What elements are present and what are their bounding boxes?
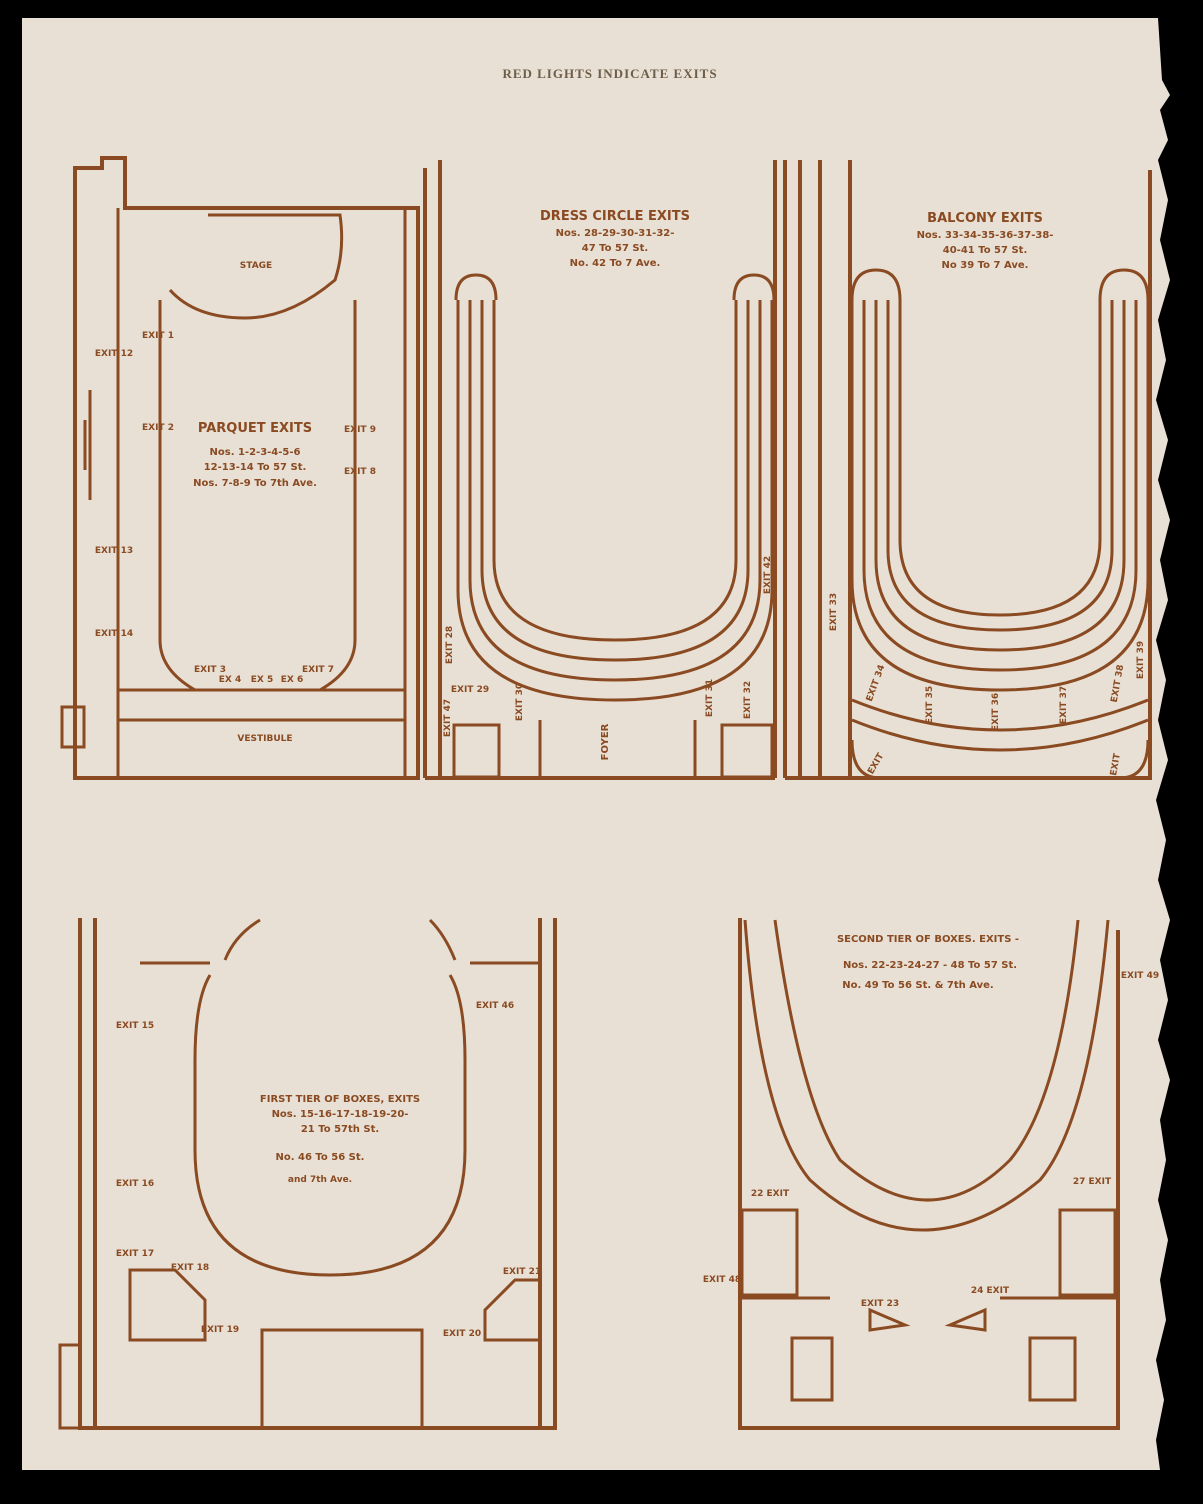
exit-12-label: EXIT 12 [95, 349, 133, 359]
parquet-line3: Nos. 7-8-9 To 7th Ave. [193, 478, 317, 489]
exit-13-label: EXIT 13 [95, 546, 133, 556]
exit-5-label: EX 5 [251, 675, 273, 685]
exit-48-label: EXIT 48 [703, 1275, 741, 1285]
first-tier-line1: Nos. 15-16-17-18-19-20- [272, 1109, 409, 1120]
exit-39-label: EXIT 39 [1136, 641, 1146, 679]
vestibule-label: VESTIBULE [237, 734, 292, 744]
balcony-line3: No 39 To 7 Ave. [942, 260, 1029, 271]
exit-1-label: EXIT 1 [142, 331, 174, 341]
exit-24-label: 24 EXIT [971, 1286, 1010, 1296]
first-tier-line3: No. 46 To 56 St. [276, 1152, 365, 1163]
parquet-title: PARQUET EXITS [198, 421, 312, 436]
exit-30-label: EXIT 30 [515, 683, 525, 721]
exit-33-label: EXIT 33 [829, 593, 839, 631]
second-tier-plan [738, 918, 1120, 1430]
second-tier-title: SECOND TIER OF BOXES. EXITS - [837, 934, 1019, 945]
dress-circle-line1: Nos. 28-29-30-31-32- [556, 228, 675, 239]
stage-label: STAGE [240, 261, 272, 271]
dress-circle-line2: 47 To 57 St. [582, 243, 648, 254]
exit-32-label: EXIT 32 [743, 681, 753, 719]
floor-plans [58, 156, 1152, 1430]
exit-35-label: EXIT 35 [925, 686, 935, 724]
balcony-line2: 40-41 To 57 St. [943, 245, 1028, 256]
balcony-plan [783, 160, 1152, 780]
exit-6-label: EX 6 [281, 675, 303, 685]
exit-28-label: EXIT 28 [445, 626, 455, 664]
second-tier-line2: No. 49 To 56 St. & 7th Ave. [842, 980, 993, 991]
foyer-label: FOYER [600, 723, 611, 760]
exit-29-label: EXIT 29 [451, 685, 489, 695]
balcony-line1: Nos. 33-34-35-36-37-38- [917, 230, 1054, 241]
exit-19-label: EXIT 19 [201, 1325, 239, 1335]
exit-21-label: EXIT 21 [503, 1267, 541, 1277]
exit-9-label: EXIT 9 [344, 425, 376, 435]
exit-15-label: EXIT 15 [116, 1021, 154, 1031]
exit-2-label: EXIT 2 [142, 423, 174, 433]
exit-27-label: 27 EXIT [1073, 1177, 1112, 1187]
exit-46-label: EXIT 46 [476, 1001, 514, 1011]
exit-41-label: EXIT [1109, 752, 1123, 777]
exit-17-label: EXIT 17 [116, 1249, 154, 1259]
dress-circle-title: DRESS CIRCLE EXITS [540, 209, 690, 224]
balcony-title: BALCONY EXITS [927, 211, 1043, 226]
first-tier-line2: 21 To 57th St. [301, 1124, 379, 1135]
dress-circle-plan [423, 160, 777, 780]
first-tier-plan [58, 918, 557, 1430]
parquet-line2: 12-13-14 To 57 St. [204, 462, 307, 473]
exit-31-label: EXIT 31 [705, 679, 715, 717]
exit-18-label: EXIT 18 [171, 1263, 209, 1273]
exit-23-label: EXIT 23 [861, 1299, 899, 1309]
exit-22-label: 22 EXIT [751, 1189, 790, 1199]
page-header: RED LIGHTS INDICATE EXITS [502, 66, 718, 81]
exit-37-label: EXIT 37 [1059, 686, 1069, 724]
first-tier-title: FIRST TIER OF BOXES, EXITS [260, 1094, 420, 1105]
dress-circle-line3: No. 42 To 7 Ave. [570, 258, 661, 269]
exit-14-label: EXIT 14 [95, 629, 133, 639]
exit-16-label: EXIT 16 [116, 1179, 154, 1189]
exit-20-label: EXIT 20 [443, 1329, 481, 1339]
parquet-line1: Nos. 1-2-3-4-5-6 [210, 447, 301, 458]
paper-sheet [22, 18, 1170, 1470]
second-tier-line1: Nos. 22-23-24-27 - 48 To 57 St. [843, 960, 1017, 971]
exit-47-label: EXIT 47 [443, 699, 453, 737]
parquet-plan [60, 156, 420, 780]
exit-42-label: EXIT 42 [763, 556, 773, 594]
exit-7-label: EXIT 7 [302, 665, 334, 675]
exit-36-label: EXIT 36 [991, 693, 1001, 731]
exit-8-label: EXIT 8 [344, 467, 376, 477]
exit-3-label: EXIT 3 [194, 665, 226, 675]
first-tier-line4: and 7th Ave. [288, 1175, 352, 1185]
exit-4-label: EX 4 [219, 675, 241, 685]
exit-49-label: EXIT 49 [1121, 971, 1159, 981]
